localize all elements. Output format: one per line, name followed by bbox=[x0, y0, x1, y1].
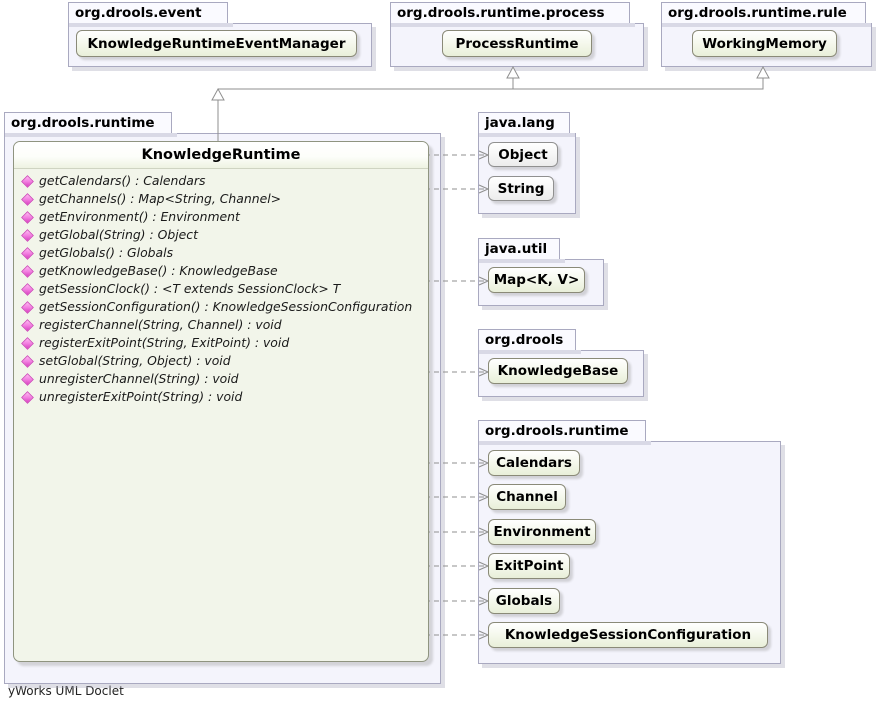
class-node-label: Channel bbox=[496, 489, 558, 505]
class-node-label: Object bbox=[498, 146, 548, 163]
class-node-knowledgebase[interactable]: KnowledgeBase bbox=[488, 358, 628, 384]
package-tab-label: org.drools.event bbox=[68, 2, 233, 27]
class-node-label: Globals bbox=[495, 593, 553, 609]
method-diamond-icon bbox=[21, 264, 34, 278]
class-method-row: getKnowledgeBase() : KnowledgeBase bbox=[14, 262, 428, 280]
method-diamond-icon bbox=[21, 390, 34, 404]
class-method-label: registerChannel(String, Channel) : void bbox=[39, 317, 282, 332]
generalization-to-process bbox=[218, 65, 520, 90]
class-knowledgeruntime[interactable]: KnowledgeRuntime getCalendars() : Calend… bbox=[13, 141, 429, 662]
package-tab-label: java.lang bbox=[478, 112, 575, 137]
class-method-label: getKnowledgeBase() : KnowledgeBase bbox=[39, 263, 278, 278]
class-node-calendars[interactable]: Calendars bbox=[488, 450, 580, 476]
class-method-row: unregisterExitPoint(String) : void bbox=[14, 388, 428, 406]
package-tab-label: org.drools bbox=[478, 329, 581, 354]
generalization-to-rule bbox=[218, 65, 770, 90]
method-diamond-icon bbox=[21, 300, 34, 314]
class-node-exitpoint[interactable]: ExitPoint bbox=[488, 553, 570, 579]
class-node-channel[interactable]: Channel bbox=[488, 484, 566, 510]
class-node-label: String bbox=[497, 180, 545, 197]
class-node-label: KnowledgeSessionConfiguration bbox=[504, 627, 752, 643]
class-method-label: setGlobal(String, Object) : void bbox=[39, 353, 231, 368]
class-method-row: registerChannel(String, Channel) : void bbox=[14, 316, 428, 334]
class-method-row: registerExitPoint(String, ExitPoint) : v… bbox=[14, 334, 428, 352]
class-node-knowledgeruntimeeventmanager[interactable]: KnowledgeRuntimeEventManager bbox=[76, 30, 357, 57]
class-method-label: getGlobal(String) : Object bbox=[39, 227, 198, 242]
class-node-label: KnowledgeBase bbox=[497, 363, 619, 379]
package-tab-label: java.util bbox=[478, 238, 565, 263]
class-node-map[interactable]: Map<K, V> bbox=[488, 267, 585, 293]
class-method-row: getSessionClock() : <T extends SessionCl… bbox=[14, 280, 428, 298]
class-method-label: getSessionConfiguration() : KnowledgeSes… bbox=[39, 299, 413, 314]
class-node-label: Map<K, V> bbox=[493, 272, 580, 288]
footer-credit: yWorks UML Doclet bbox=[8, 684, 124, 698]
method-diamond-icon bbox=[21, 354, 34, 368]
method-diamond-icon bbox=[21, 246, 34, 260]
class-node-label: WorkingMemory bbox=[702, 35, 827, 52]
class-node-object[interactable]: Object bbox=[488, 142, 558, 167]
class-method-label: getEnvironment() : Environment bbox=[39, 209, 240, 224]
method-diamond-icon bbox=[21, 228, 34, 242]
class-node-globals[interactable]: Globals bbox=[488, 588, 560, 614]
class-title: KnowledgeRuntime bbox=[14, 142, 428, 169]
class-method-list: getCalendars() : Calendars getChannels() … bbox=[14, 169, 428, 406]
class-node-processruntime[interactable]: ProcessRuntime bbox=[442, 30, 592, 57]
class-method-row: unregisterChannel(String) : void bbox=[14, 370, 428, 388]
class-method-label: getSessionClock() : <T extends SessionCl… bbox=[39, 281, 341, 296]
class-node-label: ProcessRuntime bbox=[455, 35, 579, 52]
class-method-label: getChannels() : Map<String, Channel> bbox=[39, 191, 282, 206]
class-node-label: Calendars bbox=[496, 455, 572, 471]
package-tab-label: org.drools.runtime bbox=[4, 112, 177, 137]
class-node-knowledgesessionconfiguration[interactable]: KnowledgeSessionConfiguration bbox=[488, 622, 768, 648]
method-diamond-icon bbox=[21, 372, 34, 386]
method-diamond-icon bbox=[21, 174, 34, 188]
package-tab-label: org.drools.runtime bbox=[478, 420, 651, 445]
class-node-label: Environment bbox=[493, 524, 591, 540]
method-diamond-icon bbox=[21, 210, 34, 224]
class-method-label: getGlobals() : Globals bbox=[39, 245, 174, 260]
class-method-label: getCalendars() : Calendars bbox=[39, 173, 206, 188]
class-method-row: getGlobal(String) : Object bbox=[14, 226, 428, 244]
package-tab-label: org.drools.runtime.rule bbox=[661, 2, 871, 27]
class-method-row: getGlobals() : Globals bbox=[14, 244, 428, 262]
package-tab-label: org.drools.runtime.process bbox=[390, 2, 635, 27]
class-method-row: getChannels() : Map<String, Channel> bbox=[14, 190, 428, 208]
method-diamond-icon bbox=[21, 282, 34, 296]
class-method-label: registerExitPoint(String, ExitPoint) : v… bbox=[39, 335, 290, 350]
class-node-environment[interactable]: Environment bbox=[488, 519, 596, 545]
method-diamond-icon bbox=[21, 336, 34, 350]
class-method-row: setGlobal(String, Object) : void bbox=[14, 352, 428, 370]
class-node-label: ExitPoint bbox=[494, 558, 564, 574]
method-diamond-icon bbox=[21, 318, 34, 332]
class-method-row: getEnvironment() : Environment bbox=[14, 208, 428, 226]
class-method-label: unregisterChannel(String) : void bbox=[39, 371, 239, 386]
class-method-label: unregisterExitPoint(String) : void bbox=[39, 389, 243, 404]
class-node-label: KnowledgeRuntimeEventManager bbox=[87, 35, 346, 52]
class-method-row: getSessionConfiguration() : KnowledgeSes… bbox=[14, 298, 428, 316]
class-node-workingmemory[interactable]: WorkingMemory bbox=[692, 30, 837, 57]
method-diamond-icon bbox=[21, 192, 34, 206]
class-method-row: getCalendars() : Calendars bbox=[14, 172, 428, 190]
class-node-string[interactable]: String bbox=[488, 176, 554, 201]
